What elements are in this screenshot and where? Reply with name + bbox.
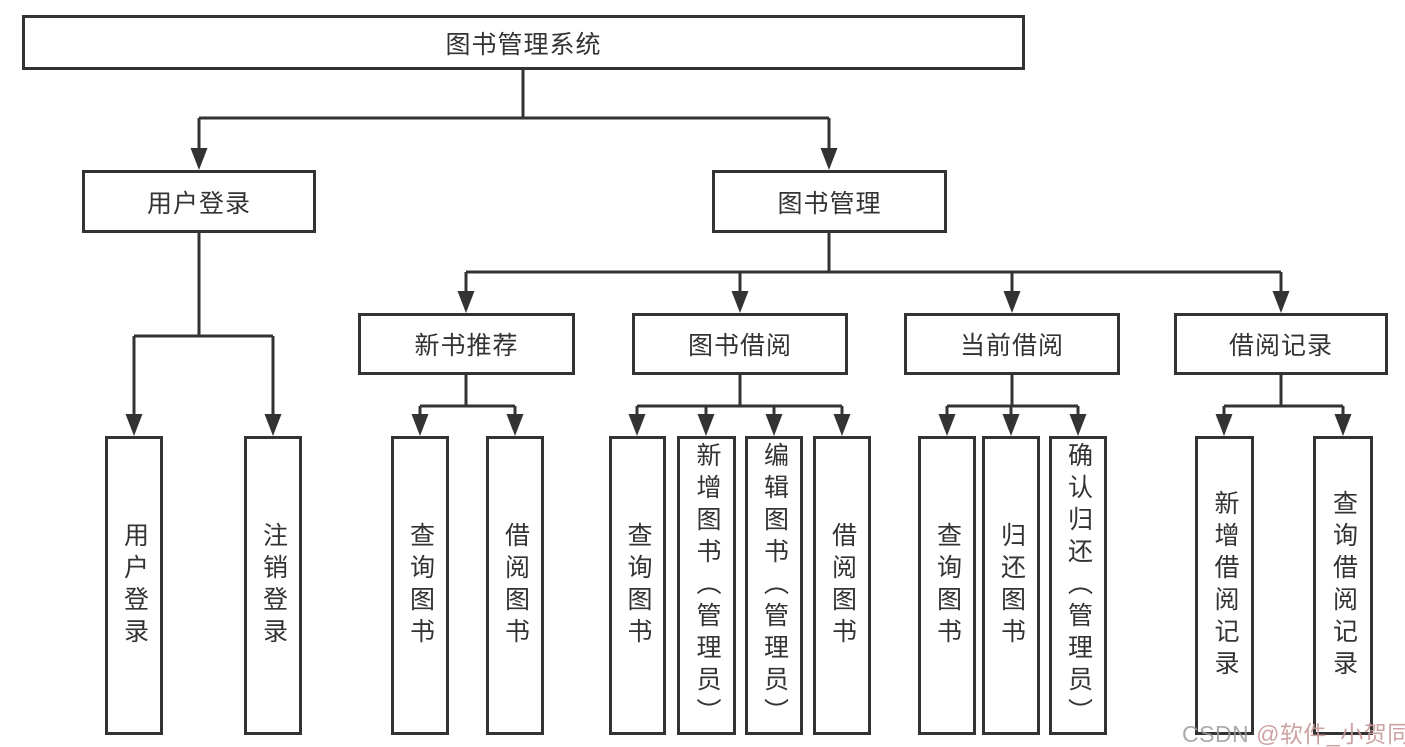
node-label: 查询图书 <box>624 521 652 650</box>
node-label: 新书推荐 <box>414 332 519 360</box>
node-label: 归还图书 <box>997 521 1026 650</box>
node-label: 查询借阅记录 <box>1329 489 1358 682</box>
node-label: 确认归还（管理员） <box>1064 441 1093 730</box>
leaf-query-books-current: 查询图书 <box>918 436 976 735</box>
watermark: CSDN @软件_小贺同学 <box>1182 715 1405 747</box>
node-book-management-system: 图书管理系统 <box>22 15 1025 70</box>
node-label: 新增图书（管理员） <box>693 441 721 730</box>
node-label: 图书管理系统 <box>445 30 602 59</box>
leaf-add-books-admin: 新增图书（管理员） <box>677 436 736 735</box>
node-borrowing-records: 借阅记录 <box>1174 313 1388 375</box>
connector-book-borrowing-to-leaves <box>635 375 844 416</box>
arrowheads <box>125 148 1352 436</box>
node-label: 借阅图书 <box>828 521 857 650</box>
watermark-brand: CSDN <box>1182 721 1257 747</box>
connector-borrowing-records-to-leaves <box>1222 375 1345 416</box>
node-label: 新增借阅记录 <box>1211 489 1239 682</box>
connector-root-to-level1 <box>197 70 831 150</box>
node-label: 用户登录 <box>120 521 149 650</box>
node-label: 图书管理 <box>777 189 882 218</box>
leaf-query-books-recommend: 查询图书 <box>391 436 449 735</box>
node-book-borrowing: 图书借阅 <box>632 313 848 375</box>
connector-book-management-to-level2 <box>464 233 1283 293</box>
connector-user-login-to-leaves <box>132 233 275 416</box>
node-user-login: 用户登录 <box>82 170 316 233</box>
connector-new-book-recommend-to-leaves <box>418 375 517 416</box>
leaf-edit-books-admin: 编辑图书（管理员） <box>745 436 803 735</box>
node-label: 借阅图书 <box>501 521 530 650</box>
node-label: 查询图书 <box>933 521 962 650</box>
node-label: 注销登录 <box>259 521 288 650</box>
leaf-query-books-borrowing: 查询图书 <box>609 436 666 735</box>
node-current-borrowing: 当前借阅 <box>904 313 1120 375</box>
leaf-return-books: 归还图书 <box>982 436 1040 735</box>
watermark-user: @软件_小贺同学 <box>1256 721 1405 747</box>
leaf-user-login: 用户登录 <box>105 436 163 735</box>
node-new-book-recommend: 新书推荐 <box>358 313 575 375</box>
leaf-confirm-return-admin: 确认归还（管理员） <box>1049 436 1107 735</box>
leaf-borrow-books-recommend: 借阅图书 <box>486 436 544 735</box>
node-label: 当前借阅 <box>959 332 1064 360</box>
leaf-borrow-books-borrowing: 借阅图书 <box>813 436 871 735</box>
node-label: 图书借阅 <box>687 332 792 360</box>
node-label: 查询图书 <box>406 521 435 650</box>
node-label: 借阅记录 <box>1228 332 1333 360</box>
leaf-logout: 注销登录 <box>244 436 302 735</box>
leaf-query-borrow-record: 查询借阅记录 <box>1313 436 1373 735</box>
node-book-management: 图书管理 <box>712 170 947 233</box>
connector-current-borrowing-to-leaves <box>945 375 1080 416</box>
node-label: 编辑图书（管理员） <box>760 441 789 730</box>
leaf-add-borrow-record: 新增借阅记录 <box>1195 436 1254 735</box>
node-label: 用户登录 <box>146 189 251 218</box>
